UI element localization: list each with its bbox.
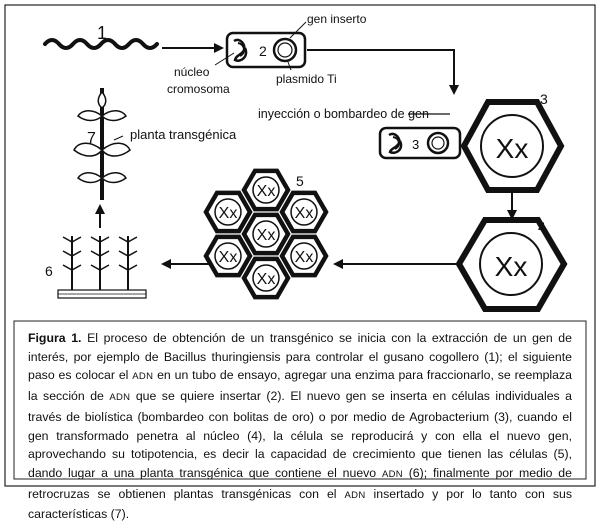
dna-gene — [43, 38, 159, 50]
cell-nucleus-text: Xx — [257, 227, 276, 244]
label-gen-inserto: gen inserto — [307, 12, 367, 26]
transgenic-plant — [73, 88, 131, 200]
plasmid-icon — [426, 131, 450, 155]
cluster-cell: Xx — [279, 234, 329, 278]
label-nucleo: núcleo — [174, 65, 210, 79]
seedling — [62, 236, 82, 290]
cluster-cell: Xx — [241, 168, 291, 212]
figure-canvas: 1 2 gen inserto núcleo cromosoma plasmid… — [4, 4, 596, 487]
leader-planta — [113, 135, 124, 141]
plasmid-icon — [272, 37, 298, 63]
hex-cell-step4: Xx — [455, 217, 568, 312]
step-number-1: 1 — [97, 23, 107, 43]
small-cell-step3: 3 — [378, 126, 462, 160]
cell-nucleus-text: Xx — [219, 205, 238, 222]
caption-text: El proceso de obtención de un transgénic… — [28, 331, 572, 383]
cluster-cell: Xx — [241, 256, 291, 300]
step-number-6: 6 — [45, 263, 53, 279]
caption-abbrev: ADN — [132, 371, 154, 383]
cluster-cell: Xx — [203, 234, 253, 278]
leader-gen-inserto — [289, 21, 307, 39]
cell-nucleus-text: Xx — [295, 205, 314, 222]
caption-text: que se quiere insertar (2). El nuevo gen… — [28, 389, 572, 480]
label-inyeccion: inyección o bombardeo de gen — [258, 107, 429, 121]
step-number-3: 3 — [540, 91, 548, 107]
figure-border — [4, 4, 596, 487]
cluster-cell: Xx — [203, 190, 253, 234]
caption-figure-label: Figura 1. — [28, 331, 82, 345]
caption-abbrev: ADN — [344, 489, 366, 501]
label-planta-transgenica: planta transgénica — [130, 127, 237, 142]
arrow-to-injection — [307, 49, 459, 95]
caption-text: en un tubo de ensayo, agregar una enzima… — [28, 368, 572, 404]
cell-nucleus-text: Xx — [257, 271, 276, 288]
chromosome-icon — [233, 38, 248, 62]
leader-plasmido — [287, 61, 292, 71]
step-number-7: 7 — [87, 130, 96, 147]
caption-border — [13, 320, 587, 480]
seedling-tray — [57, 236, 147, 299]
step-number-3-inner: 3 — [412, 137, 419, 152]
cell-nucleus-text: Xx — [257, 183, 276, 200]
step-number-2: 2 — [259, 43, 267, 59]
figure-caption: Figura 1. El proceso de obtención de un … — [14, 321, 586, 521]
seedling — [90, 236, 110, 290]
bacterial-cell: 2 — [225, 31, 307, 69]
cluster-cell: Xx — [279, 190, 329, 234]
cluster-cell: Xx — [241, 212, 291, 256]
seedling — [118, 236, 138, 290]
leader-nucleo — [214, 52, 235, 66]
step-number-5: 5 — [296, 173, 304, 189]
caption-abbrev: ADN — [381, 468, 403, 480]
chromosome-icon — [388, 132, 403, 154]
hex-cell-step3: Xx — [460, 99, 565, 193]
label-cromosoma: cromosoma — [167, 82, 230, 96]
cell-nucleus-text: Xx — [495, 251, 528, 282]
cell-nucleus-text: Xx — [219, 249, 238, 266]
cell-nucleus-text: Xx — [496, 133, 529, 164]
label-plasmido: plasmido Ti — [276, 72, 337, 86]
caption-abbrev: ADN — [109, 392, 131, 404]
cell-nucleus-text: Xx — [295, 249, 314, 266]
